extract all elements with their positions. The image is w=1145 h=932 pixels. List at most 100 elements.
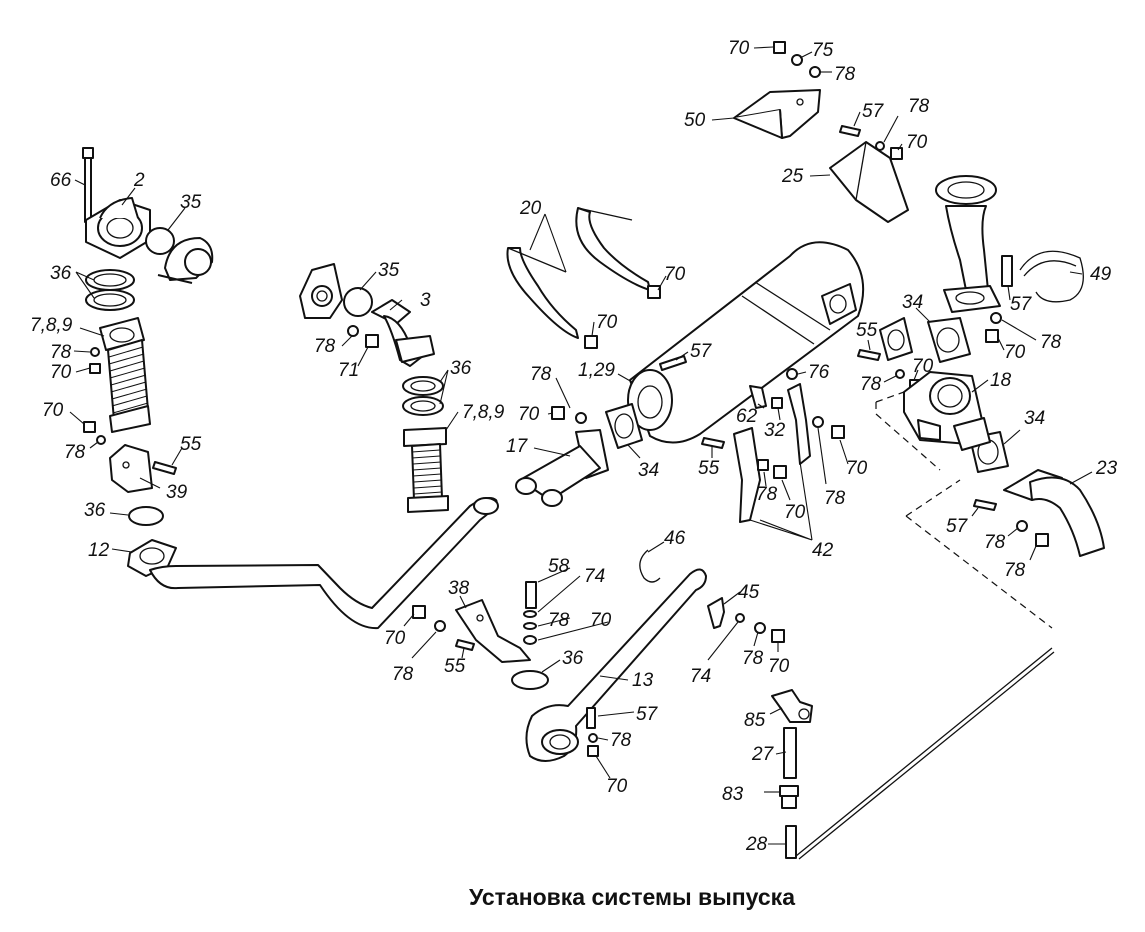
label-78a: 78: [50, 342, 72, 363]
flex-pipe-789b: [403, 427, 449, 513]
label-78c: 78: [314, 336, 336, 357]
label-55d: 55: [444, 656, 466, 677]
label-46: 46: [664, 528, 686, 549]
label-62: 62: [736, 406, 758, 427]
label-35a: 35: [180, 192, 202, 213]
label-38: 38: [448, 578, 470, 599]
bolt-55a: [152, 461, 177, 475]
tube-27: [783, 727, 797, 779]
nut-70h: [985, 329, 999, 343]
label-78p: 78: [742, 648, 764, 669]
label-32: 32: [764, 420, 786, 441]
gasket-34a: [605, 403, 643, 449]
pipe-12: [127, 497, 499, 630]
nut-70c: [647, 285, 661, 299]
label-57c: 57: [1010, 294, 1033, 315]
label-78k: 78: [984, 532, 1006, 553]
tube-28: [785, 825, 797, 859]
label-12: 12: [88, 540, 110, 561]
clamp-49: [1019, 250, 1084, 303]
label-55c: 55: [698, 458, 720, 479]
nut-70m: [523, 635, 537, 645]
label-74b: 74: [690, 666, 711, 687]
nut-70g: [890, 147, 903, 160]
elbow-2: [85, 197, 151, 259]
label-78o: 78: [610, 730, 632, 751]
label-83: 83: [722, 784, 744, 805]
rings-36c: [402, 376, 444, 416]
nut-70a: [89, 363, 101, 374]
nut-70o: [771, 629, 785, 643]
label-25: 25: [781, 166, 804, 187]
washer-75: [791, 54, 803, 66]
label-70m: 70: [590, 610, 612, 631]
diagram-caption: Установка системы выпуска: [469, 884, 795, 910]
label-34c: 34: [1024, 408, 1045, 429]
mount-bracket-left: [299, 263, 343, 319]
label-78g: 78: [1040, 332, 1062, 353]
label-78b: 78: [64, 442, 86, 463]
label-71: 71: [338, 360, 359, 381]
washer-78d: [575, 412, 587, 424]
nut-78l: [1035, 533, 1049, 547]
elbow-3: [371, 299, 435, 367]
pipe-right-vertical: [935, 175, 1001, 313]
label-70i: 70: [912, 356, 934, 377]
nut-70k: [831, 425, 845, 439]
label-70e: 70: [518, 404, 540, 425]
bolt-55c: [701, 437, 725, 449]
washer-78m: [434, 620, 446, 632]
washer-74a: [523, 610, 537, 618]
label-13: 13: [632, 670, 654, 691]
fitting-85: [771, 689, 813, 723]
muffler: [627, 241, 865, 444]
label-70d: 70: [596, 312, 618, 333]
label-78n: 78: [548, 610, 570, 631]
label-70c: 70: [664, 264, 686, 285]
label-20: 20: [519, 198, 542, 219]
label-3: 3: [420, 290, 431, 311]
label-76: 76: [808, 362, 830, 383]
label-70a: 70: [50, 362, 72, 383]
label-50: 50: [684, 110, 706, 131]
label-85: 85: [744, 710, 766, 731]
label-70o: 70: [768, 656, 790, 677]
pipe-elbow-clamp: [157, 237, 214, 284]
bolt-55d: [455, 639, 475, 651]
bolt-57e: [586, 707, 596, 729]
label-42: 42: [812, 540, 834, 561]
label-55a: 55: [180, 434, 202, 455]
label-2: 2: [133, 170, 145, 191]
label-70f: 70: [728, 38, 750, 59]
nut-78i: [757, 459, 769, 471]
label-78l: 78: [1004, 560, 1026, 581]
label-70j: 70: [784, 502, 806, 523]
nut-70f: [773, 41, 786, 54]
label-78f: 78: [908, 96, 930, 117]
label-70g: 70: [906, 132, 928, 153]
nut-70d: [584, 335, 598, 349]
washer-78n: [523, 622, 537, 630]
label-78h: 78: [860, 374, 882, 395]
label-36c: 36: [450, 358, 472, 379]
label-34a: 34: [638, 460, 659, 481]
washer-78j: [812, 416, 824, 428]
label-78j: 78: [824, 488, 846, 509]
bolt-57a: [659, 355, 687, 371]
bracket-39: [109, 444, 153, 493]
nut-70j: [773, 465, 787, 479]
bolt-62: [749, 385, 767, 409]
nut-70b: [83, 421, 96, 433]
label-35b: 35: [378, 260, 400, 281]
label-70h: 70: [1004, 342, 1026, 363]
label-789b: 7,8,9: [462, 402, 505, 423]
label-57a: 57: [690, 341, 713, 362]
label-66: 66: [50, 170, 72, 191]
bolt-57d: [973, 499, 997, 511]
label-78m: 78: [392, 664, 414, 685]
label-27: 27: [751, 744, 775, 765]
label-74a: 74: [584, 566, 605, 587]
label-70n: 70: [606, 776, 628, 797]
label-17: 17: [506, 436, 529, 457]
bolt-55b: [857, 349, 881, 361]
